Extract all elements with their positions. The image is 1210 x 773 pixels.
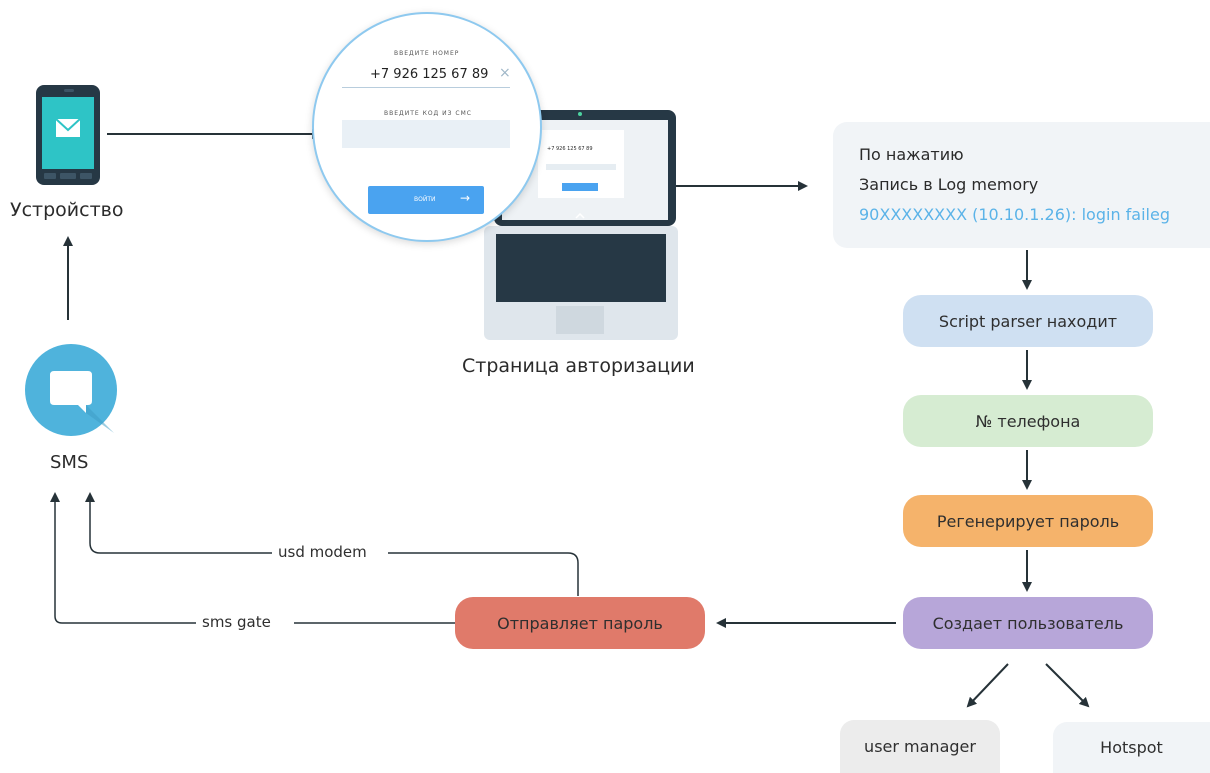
step-send-password: Отправляет пароль (455, 597, 705, 649)
login-button[interactable]: ВОЙТИ → (368, 186, 484, 214)
route-usd-modem: usd modem (272, 543, 373, 561)
arrow-create-to-usermanager (966, 663, 1009, 708)
sms-code-input[interactable] (342, 120, 510, 148)
code-caption: ВВЕДИТЕ КОД ИЗ СМС (384, 110, 472, 117)
log-line-trigger: По нажатию (859, 145, 964, 164)
log-line-memory: Запись в Log memory (859, 175, 1039, 194)
laptop-illustration (484, 110, 678, 340)
sms-chat-icon (25, 344, 117, 436)
mini-phone-value: +7 926 125 67 89 (547, 146, 593, 152)
route-sms-gate: sms gate (196, 613, 277, 631)
arrow-right-icon: → (460, 191, 471, 205)
device-label: Устройство (10, 199, 124, 221)
target-hotspot: Hotspot (1053, 722, 1210, 773)
arrow-usdmodem-to-sms (85, 492, 272, 554)
login-zoom-circle: ВВЕДИТЕ НОМЕР +7 926 125 67 89 × ВВЕДИТЕ… (312, 12, 542, 242)
step-regenerate-password: Регенерирует пароль (903, 495, 1153, 547)
phone-caption: ВВЕДИТЕ НОМЕР (394, 50, 460, 57)
auth-page-label: Страница авторизации (462, 355, 695, 377)
log-info-panel: По нажатию Запись в Log memory 90XXXXXXX… (833, 122, 1210, 248)
arrow-create-to-hotspot (1045, 663, 1090, 708)
target-user-manager: user manager (840, 720, 1000, 773)
log-line-entry: 90XXXXXXXX (10.10.1.26): login faileg (859, 205, 1170, 224)
phone-icon (36, 85, 100, 185)
step-create-user: Создает пользователь (903, 597, 1153, 649)
step-phone-number: № телефона (903, 395, 1153, 447)
phone-input[interactable]: +7 926 125 67 89 (370, 67, 489, 82)
login-button-label: ВОЙТИ (414, 196, 436, 203)
clear-icon[interactable]: × (499, 65, 511, 81)
step-parser: Script parser находит (903, 295, 1153, 347)
phone-underline (342, 87, 510, 88)
arrow-smsgate-to-sms (50, 492, 196, 624)
sms-label: SMS (50, 452, 89, 473)
